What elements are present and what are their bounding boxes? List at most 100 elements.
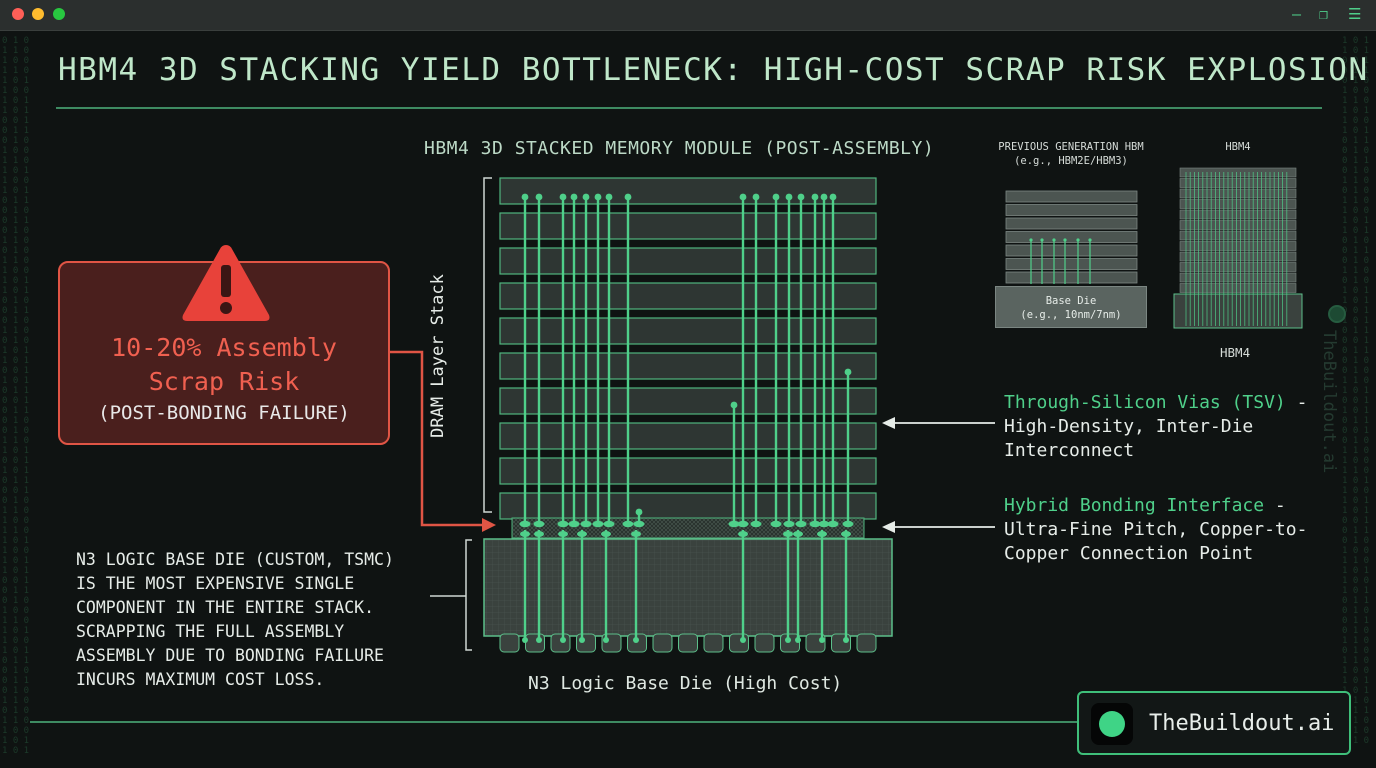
minimize-window-button[interactable] xyxy=(32,8,44,20)
base-die-small: Base Die (e.g., 10nm/7nm) xyxy=(995,286,1147,328)
brand-badge[interactable]: TheBuildout.ai xyxy=(1077,691,1351,755)
base-tsv-pad xyxy=(819,637,825,643)
bond-pad xyxy=(603,520,615,528)
dram-layers xyxy=(499,177,877,520)
module-title: HBM4 3D STACKED MEMORY MODULE (POST-ASSE… xyxy=(424,138,935,159)
bond-pad xyxy=(622,520,634,528)
bond-pad xyxy=(809,520,821,528)
base-tsv-pad xyxy=(795,637,801,643)
tsv-pad xyxy=(785,193,793,201)
hbm4-layer xyxy=(1179,251,1297,262)
dram-layer-stack-label: DRAM Layer Stack xyxy=(428,274,448,438)
bond-pad xyxy=(795,520,807,528)
tsv-pad xyxy=(559,193,567,201)
base-tsv-pad xyxy=(603,637,609,643)
maximize-window-button[interactable] xyxy=(53,8,65,20)
base-die-bump xyxy=(576,633,596,653)
base-die-bump xyxy=(525,633,545,653)
title-divider xyxy=(56,107,1322,109)
tsv-pad xyxy=(635,508,643,516)
dram-stack-bracket xyxy=(483,177,492,513)
dram-layer xyxy=(499,212,877,240)
tsv-label: Through-Silicon Vias (TSV) - High-Densit… xyxy=(1004,391,1307,463)
dram-layer xyxy=(499,247,877,275)
bond-pad xyxy=(827,520,839,528)
base-die-description: N3 LOGIC BASE DIE (CUSTOM, TSMC) IS THE … xyxy=(76,550,394,689)
hbm4-layer xyxy=(1179,199,1297,209)
tsv-pad xyxy=(752,193,760,201)
hbm4-layer xyxy=(1179,262,1297,272)
window-titlebar: – ❐ ☰ xyxy=(0,0,1376,31)
base-tsv-pad xyxy=(785,637,791,643)
tsv-pad xyxy=(772,193,780,201)
previous-gen-hbm-stack xyxy=(1005,190,1138,284)
hbm4-layer xyxy=(1179,220,1297,230)
prev-gen-tsv-pad xyxy=(1029,238,1033,242)
hbm4-layer xyxy=(1179,178,1297,188)
base-tsv-pad xyxy=(579,637,585,643)
warning-triangle-icon xyxy=(182,245,270,321)
base-tsv-pad xyxy=(633,637,639,643)
dram-layer xyxy=(499,457,877,485)
base-tsv-pad xyxy=(843,637,849,643)
matrix-decoration-left: 0 1 0 1 1 0 1 0 0 1 1 0 1 0 1 1 0 0 1 0 … xyxy=(2,36,30,756)
base-tsv-pad xyxy=(560,637,566,643)
base-bond-pad xyxy=(577,531,587,537)
tsv-pad xyxy=(535,193,543,201)
tsv-pad xyxy=(811,193,819,201)
scrap-risk-text: Scrap Risk xyxy=(148,367,300,396)
bonding-label: Hybrid Bonding Interface - Ultra-Fine Pi… xyxy=(1004,494,1307,566)
base-die-bump xyxy=(856,633,877,653)
dram-layer xyxy=(499,177,877,205)
base-die-bump xyxy=(678,633,698,653)
base-bond-pad xyxy=(534,531,544,537)
logic-base-die xyxy=(483,538,893,653)
dram-layer xyxy=(499,352,877,380)
prev-gen-tsv-pad xyxy=(1052,238,1056,242)
hbm4-layer xyxy=(1179,167,1297,178)
bond-pad xyxy=(750,520,762,528)
tsv-pad xyxy=(605,193,613,201)
base-die-bump xyxy=(780,633,800,653)
tsv-pad xyxy=(570,193,578,201)
minimize-icon[interactable]: – xyxy=(1292,5,1302,23)
hbm4-layer xyxy=(1179,188,1297,199)
base-bond-pad xyxy=(841,531,851,537)
prev-gen-tsv-pad xyxy=(1040,238,1044,242)
post-bonding-failure-text: (POST-BONDING FAILURE) xyxy=(98,402,350,424)
base-die-bump xyxy=(729,633,749,653)
dram-layer xyxy=(499,317,877,345)
watermark: TheBuildout.ai xyxy=(1319,330,1339,474)
tsv-pad xyxy=(582,193,590,201)
base-die-bump xyxy=(754,633,775,653)
scrap-risk-arrow xyxy=(390,350,496,532)
tsv-pointer-arrow xyxy=(882,417,995,429)
base-bond-pad xyxy=(601,531,611,537)
prev-gen-layer xyxy=(1005,190,1138,203)
prev-gen-tsv-pad xyxy=(1063,238,1067,242)
base-die-bracket xyxy=(465,539,472,651)
bond-pad xyxy=(737,520,749,528)
close-window-button[interactable] xyxy=(12,8,24,20)
bonding-pointer-arrow xyxy=(882,521,995,533)
dram-layer xyxy=(499,387,877,415)
base-die-bump xyxy=(831,633,851,653)
bonding-label-highlight: Hybrid Bonding Interface xyxy=(1004,495,1265,516)
hbm4-stack-small xyxy=(1173,167,1303,329)
base-die-bump xyxy=(652,633,673,653)
base-bond-pad xyxy=(817,531,827,537)
menu-icon[interactable]: ☰ xyxy=(1348,5,1362,23)
prev-gen-layer xyxy=(1005,258,1138,270)
bond-pad xyxy=(533,520,545,528)
bond-pad xyxy=(783,520,795,528)
bond-pad xyxy=(633,520,645,528)
base-die-bump xyxy=(499,633,520,653)
base-tsv-pad xyxy=(536,637,542,643)
bond-pad xyxy=(770,520,782,528)
restore-icon[interactable]: ❐ xyxy=(1319,5,1329,23)
previous-gen-title: PREVIOUS GENERATION HBM (e.g., HBM2E/HBM… xyxy=(998,141,1144,167)
hbm4-layer xyxy=(1179,272,1297,283)
tsv-pad xyxy=(521,193,529,201)
base-bond-pad xyxy=(520,531,530,537)
